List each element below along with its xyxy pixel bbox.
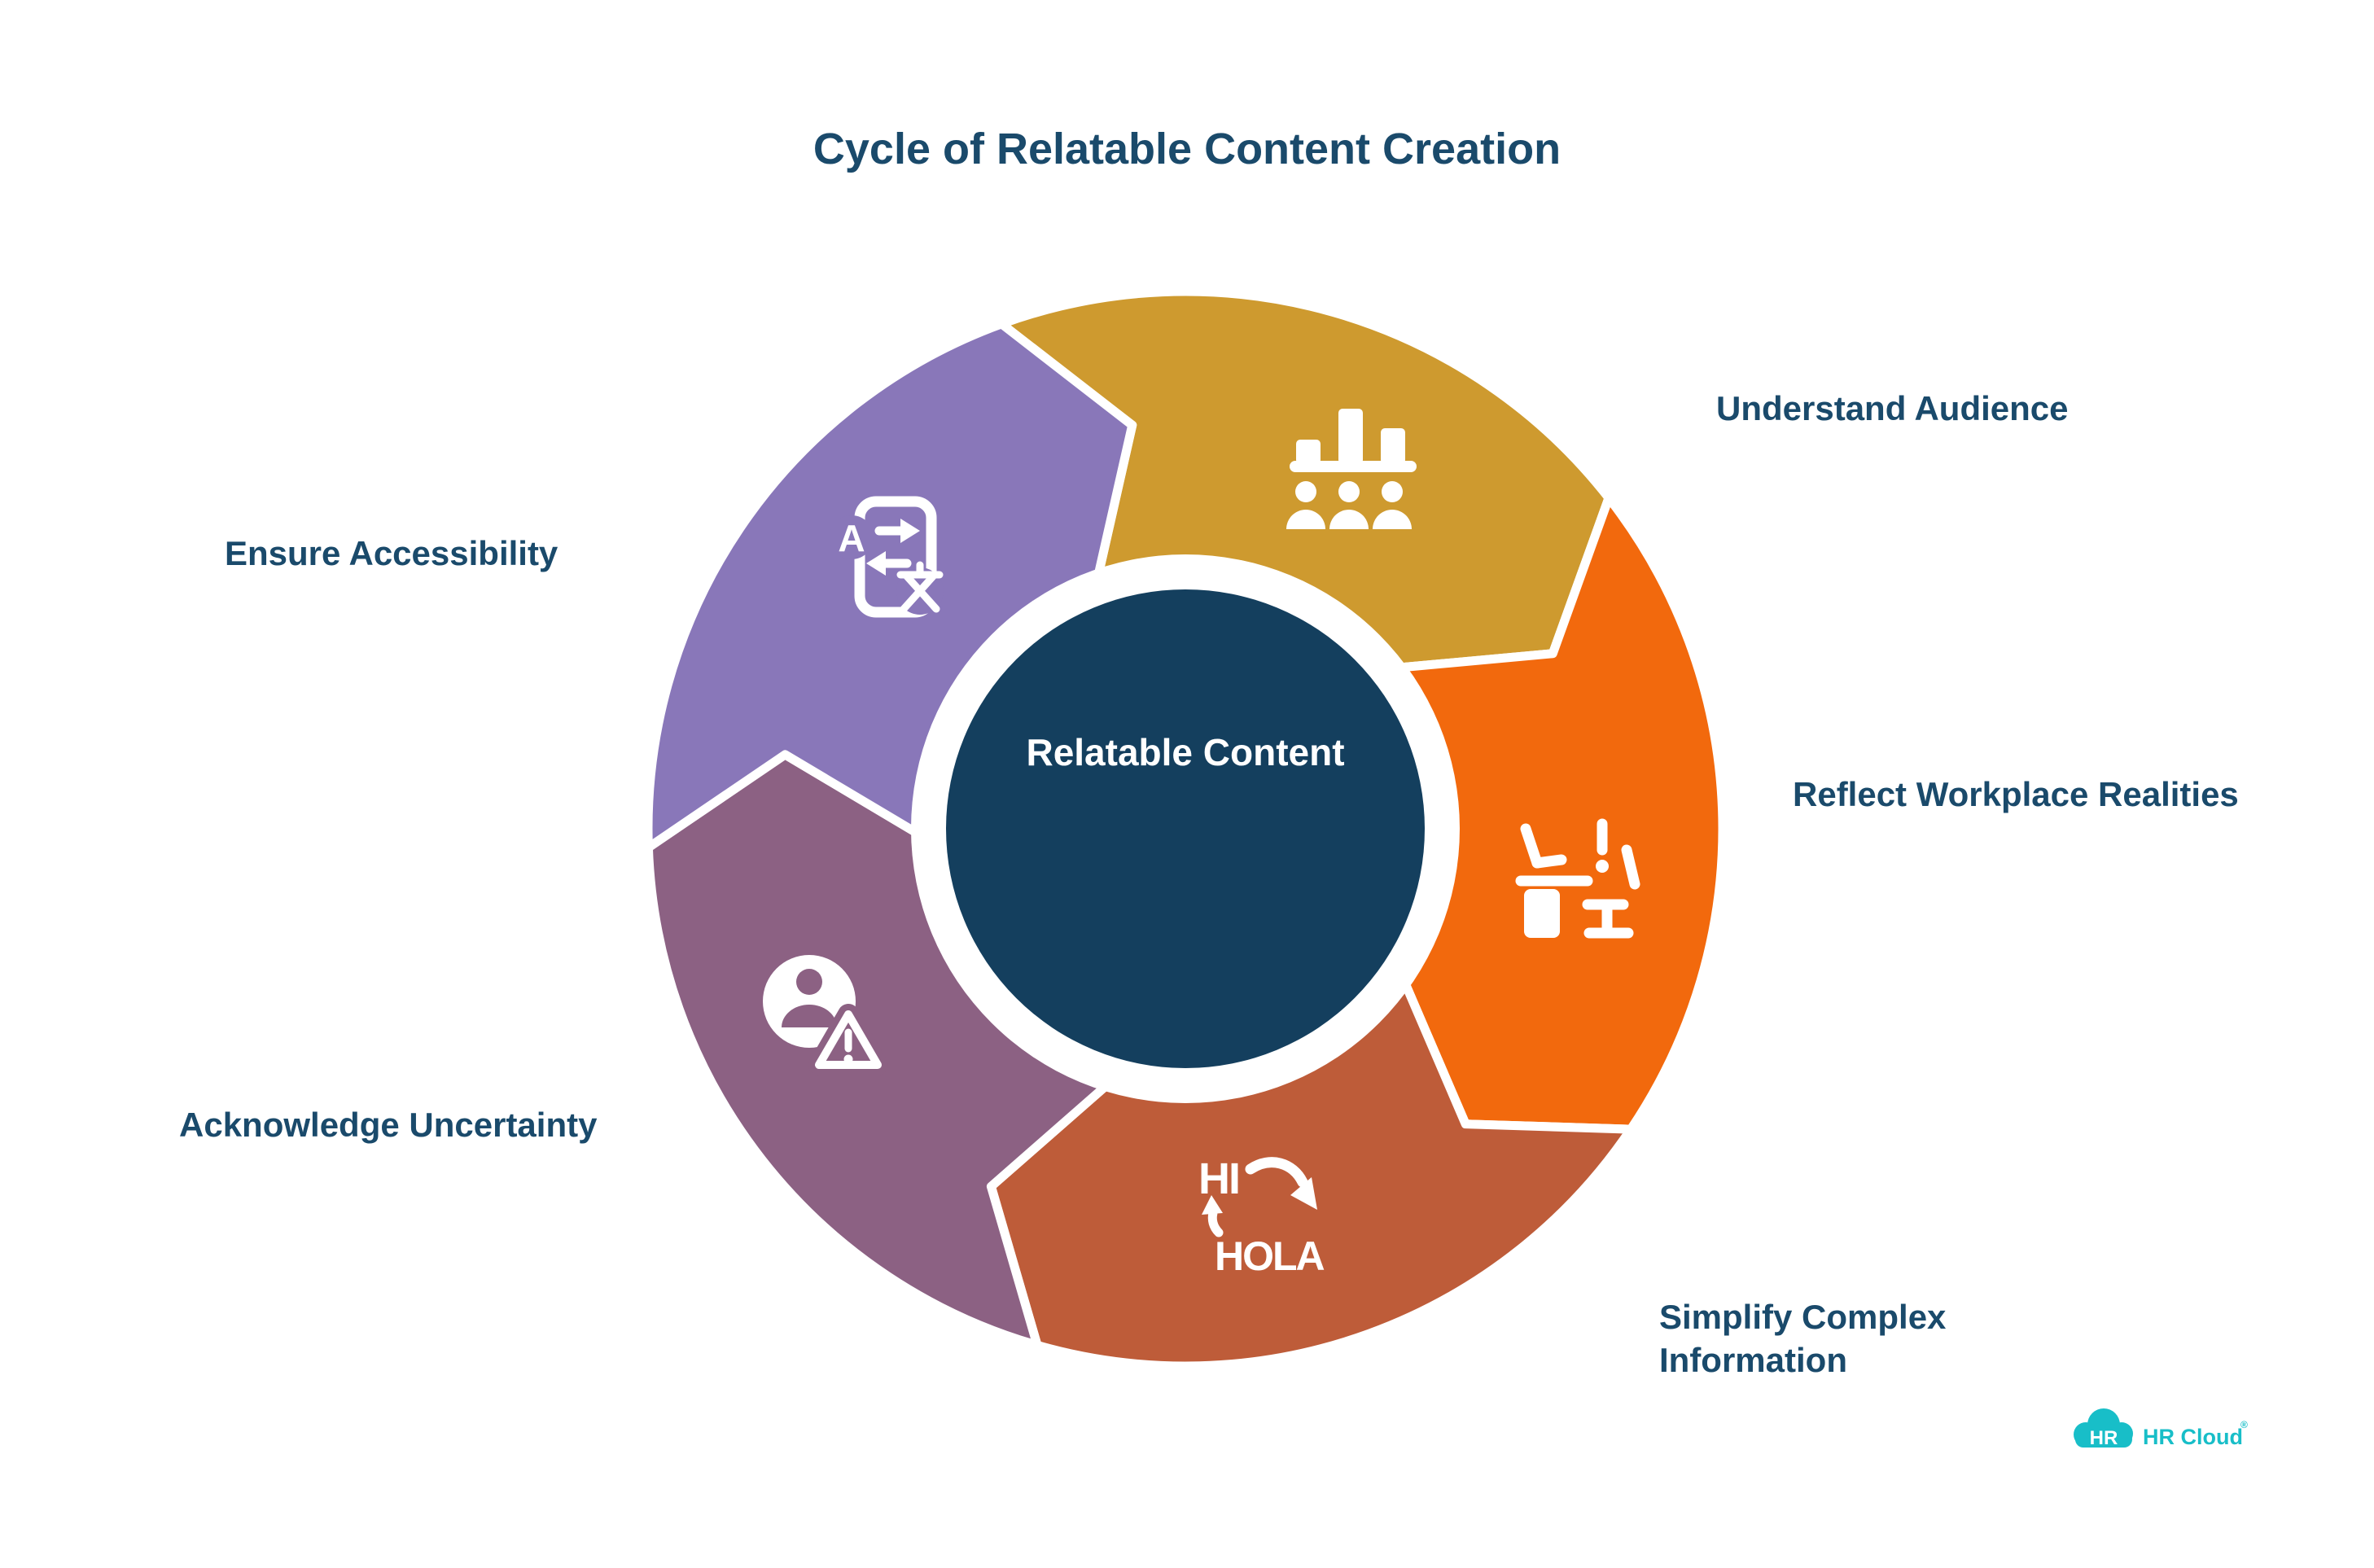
person-warning-icon (763, 955, 888, 1075)
cloud-hr-text: HR (2090, 1427, 2118, 1449)
cloud-icon (2074, 1408, 2133, 1448)
label-ensure-accessibility: Ensure Accessibility (225, 534, 558, 572)
workstation-icon (1515, 818, 1640, 939)
warning-exclamation-dot (843, 1054, 853, 1064)
label-simplify-complex-information: Simplify Complex Information (1659, 1298, 1947, 1379)
person-body-cutout (782, 1005, 837, 1027)
letter-a-backing (830, 515, 874, 559)
center-label: Relatable Content (1026, 731, 1344, 773)
person-body (1373, 510, 1412, 529)
laptop-screen (1520, 823, 1543, 869)
hr-cloud-logo: HR HR Cloud ® (2074, 1408, 2248, 1449)
label-reflect-workplace-realities: Reflect Workplace Realities (1793, 775, 2239, 813)
wheel-segments (643, 287, 1728, 1371)
bar-medium (1381, 428, 1405, 464)
bar-short (1296, 440, 1321, 464)
center-circle (946, 589, 1425, 1068)
arrow-down-head (1290, 1177, 1317, 1210)
arrow-up-curve (1207, 1208, 1224, 1237)
language-translate-icon: A (830, 496, 944, 618)
arrow-left-head (866, 551, 886, 576)
person-head (1382, 481, 1403, 502)
label-acknowledge-uncertainty: Acknowledge Uncertainty (179, 1106, 598, 1144)
cjk-diagonal (903, 572, 940, 613)
label-understand-audience: Understand Audience (1716, 389, 2069, 427)
person-head-cutout (796, 969, 822, 995)
registered-mark: ® (2240, 1419, 2248, 1430)
hi-text: HI (1198, 1154, 1239, 1203)
laptop-base (1531, 854, 1567, 869)
person-head (1295, 481, 1316, 502)
person-body (1329, 510, 1369, 529)
cjk-character-glyph (896, 561, 944, 613)
page-title: Cycle of Relatable Content Creation (813, 125, 1561, 173)
letter-a: A (838, 517, 865, 559)
hola-text: HOLA (1215, 1233, 1325, 1279)
person-body (1286, 510, 1325, 529)
arrow-right-head (900, 519, 920, 543)
chair-back (1621, 844, 1640, 890)
bar-tall (1338, 409, 1363, 464)
exclamation-dot (1596, 860, 1609, 873)
logo-name-text: HR Cloud (2143, 1425, 2243, 1449)
audience-icon (1286, 409, 1417, 529)
arrow-up-head (1202, 1195, 1223, 1215)
arrow-down-curve (1245, 1157, 1308, 1188)
hi-hola-translation-icon: HI HOLA (1198, 1154, 1326, 1279)
person-head (1338, 481, 1360, 502)
desk-panel (1524, 889, 1560, 938)
